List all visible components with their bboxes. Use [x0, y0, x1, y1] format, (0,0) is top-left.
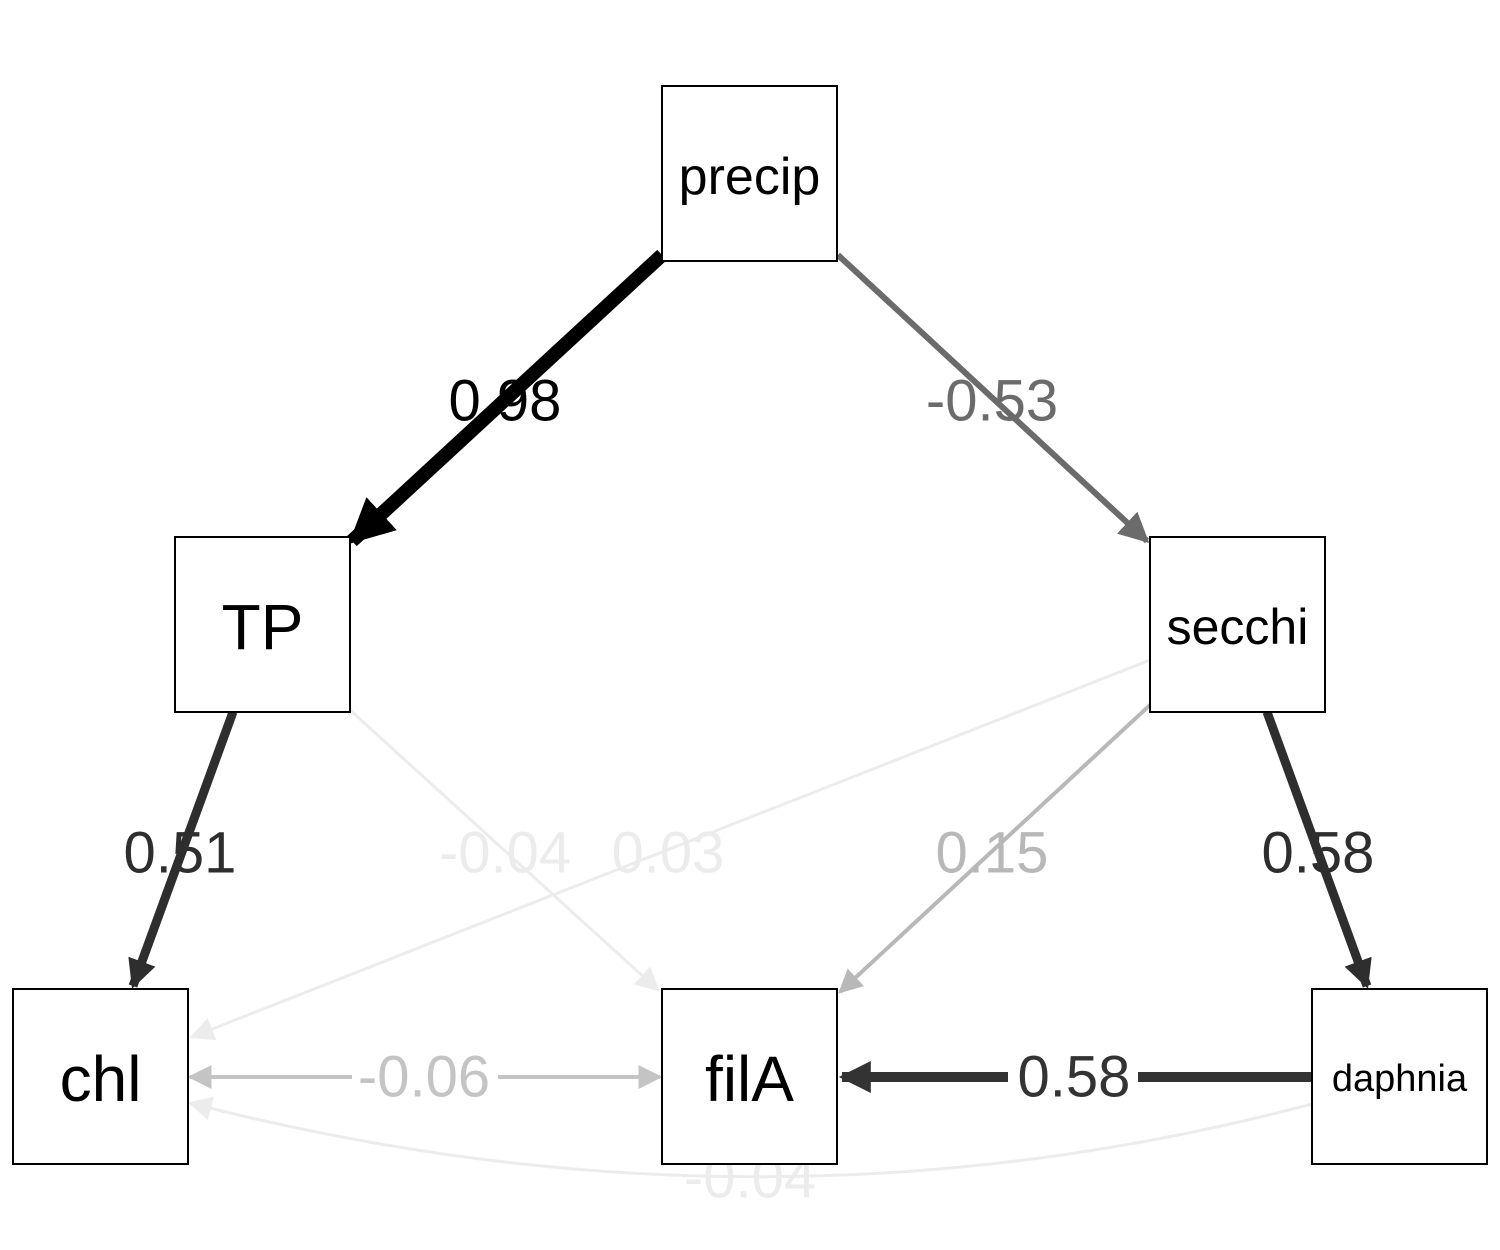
node-fila-label: filA [705, 1043, 794, 1115]
node-tp: TP [174, 536, 351, 713]
edge-label-secchi-chl: 0.03 [612, 821, 725, 886]
node-secchi: secchi [1149, 536, 1326, 713]
node-tp-label: TP [222, 591, 304, 663]
edge-label-precip-tp: 0.98 [449, 369, 562, 434]
edge-label-daphnia-fila: 0.58 [1018, 1045, 1131, 1110]
node-daphnia-box [1311, 988, 1488, 1165]
edge-label-tp-fila: -0.04 [439, 821, 571, 886]
edge-label-chl-fila-group: -0.06 [352, 1045, 498, 1110]
edge-precip-tp [347, 249, 667, 547]
edge-label-precip-secchi: -0.53 [926, 369, 1058, 434]
node-precip-box [661, 85, 838, 262]
node-daphnia-label: daphnia [1332, 1058, 1468, 1100]
node-chl-label: chl [60, 1043, 142, 1115]
edge-label-secchi-daphnia: 0.58 [1262, 821, 1375, 886]
edge-labels: 0.98 -0.53 0.51 -0.04 0.03 0.15 0.58 -0.… [124, 369, 1375, 1211]
node-chl: chl [12, 988, 189, 1165]
node-daphnia: daphnia [1311, 988, 1488, 1165]
edge-secchi-fila [838, 703, 1152, 994]
edge-label-secchi-fila: 0.15 [936, 821, 1049, 886]
edge-tp-fila [348, 708, 660, 992]
node-tp-box [174, 536, 351, 713]
edge-precip-secchi [835, 252, 1150, 544]
edge-label-chl-fila: -0.06 [358, 1045, 490, 1110]
edge-daphnia-chl [187, 1096, 1313, 1179]
edge-secchi-chl [189, 658, 1151, 1041]
edge-label-daphnia-fila-bg [1008, 1050, 1138, 1106]
node-precip-label: precip [679, 148, 821, 206]
edge-label-daphnia-fila-group: 0.58 [1008, 1045, 1138, 1110]
node-fila: filA [661, 988, 838, 1165]
edge-tp-chl [128, 710, 238, 989]
edge-secchi-daphnia [1262, 710, 1372, 989]
node-secchi-box [1149, 536, 1326, 713]
node-precip: precip [661, 85, 838, 262]
node-secchi-label: secchi [1167, 599, 1309, 655]
node-chl-box [12, 988, 189, 1165]
node-fila-box [661, 988, 838, 1165]
edge-label-tp-chl: 0.51 [124, 821, 237, 886]
edge-label-chl-fila-bg [352, 1050, 498, 1106]
